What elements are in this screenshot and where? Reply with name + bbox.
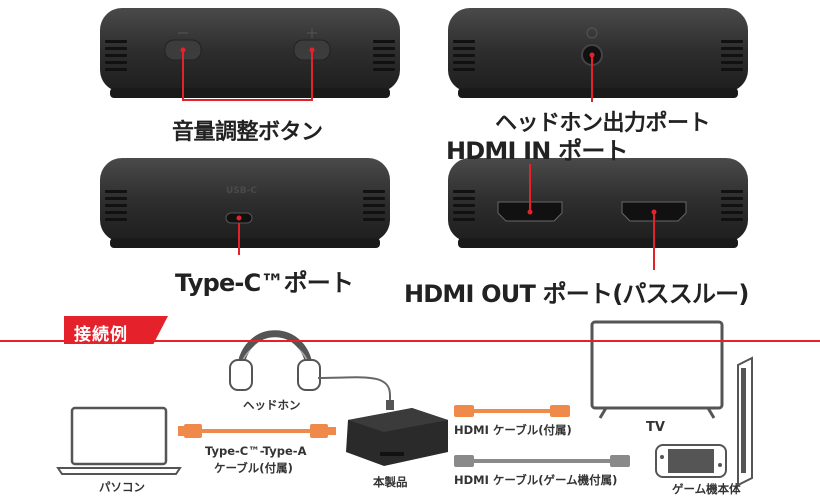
tv-illustration bbox=[590, 320, 724, 419]
typec-port-label: Type-C™ポート bbox=[175, 269, 354, 297]
console-label: ゲーム機本体 bbox=[672, 482, 741, 496]
product-label: 本製品 bbox=[373, 475, 408, 489]
hdmi-cable-included-label: HDMI ケーブル(付属) bbox=[454, 423, 572, 437]
cable-typec-label-2: ケーブル(付属) bbox=[214, 461, 293, 475]
headphone-port-label: ヘッドホン出力ポート bbox=[495, 111, 711, 136]
laptop-illustration bbox=[56, 406, 182, 475]
hdmi-cable-included bbox=[454, 405, 570, 417]
device-front-volume bbox=[100, 8, 400, 101]
hdmi-out-label: HDMI OUT ポート(パススルー) bbox=[404, 280, 749, 308]
cable-typec-label-1: Type-C™-Type-A bbox=[205, 444, 307, 458]
device-front-headphone bbox=[448, 8, 748, 102]
hdmi-in-label: HDMI IN ポート bbox=[446, 137, 629, 165]
section-divider bbox=[0, 340, 820, 342]
section-banner: 接続例 bbox=[64, 316, 168, 344]
typec-cable bbox=[178, 424, 336, 438]
pc-label: パソコン bbox=[99, 480, 145, 494]
usb-c-mark: USB-C bbox=[226, 186, 257, 196]
product-illustration bbox=[346, 408, 448, 466]
device-back-hdmi bbox=[448, 158, 748, 270]
hdmi-cable-console bbox=[454, 455, 630, 467]
volume-buttons-label: 音量調整ボタン bbox=[172, 120, 323, 145]
hdmi-cable-console-label: HDMI ケーブル(ゲーム機付属) bbox=[454, 473, 618, 487]
headphones-label: ヘッドホン bbox=[243, 398, 301, 412]
section-title: 接続例 bbox=[74, 325, 128, 345]
device-front-typec bbox=[100, 158, 390, 255]
tv-label: TV bbox=[646, 420, 665, 435]
console-illustration bbox=[655, 356, 753, 487]
